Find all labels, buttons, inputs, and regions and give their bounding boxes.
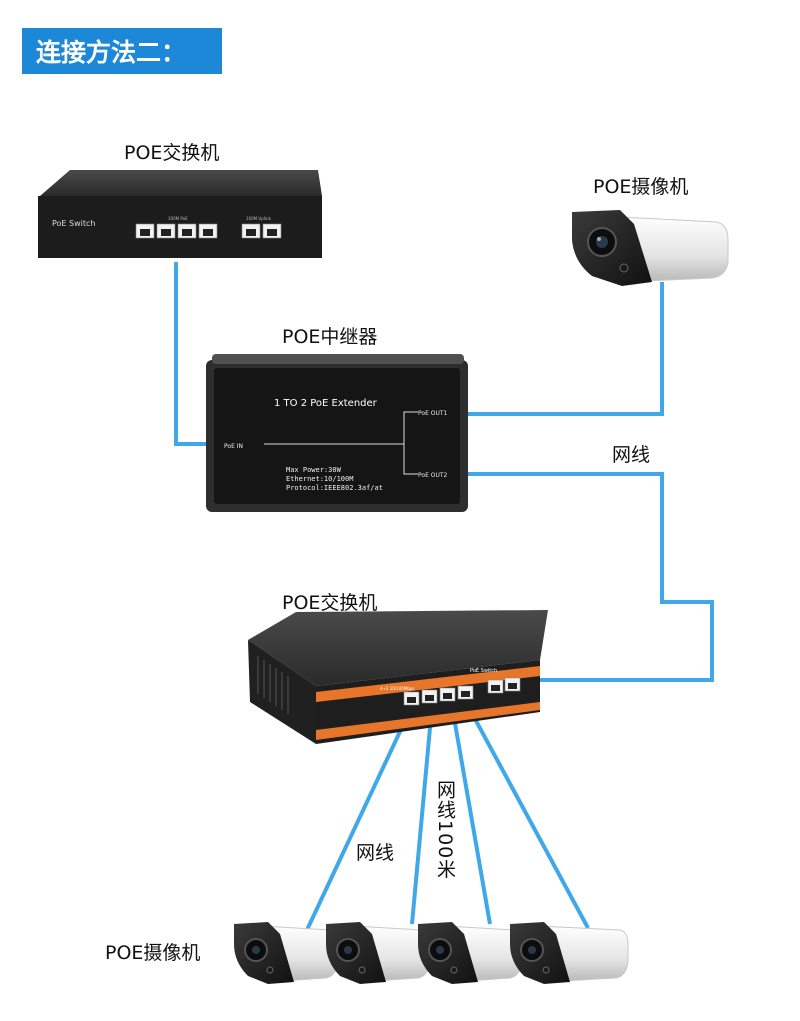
cables (174, 262, 714, 933)
cable-to-camera-1 (304, 705, 414, 933)
bottom-switch-ports-label: 4+2 10/100Mbps (380, 686, 414, 691)
top-camera-label: POE摄像机 (593, 176, 689, 198)
extender-label: POE中继器 (282, 326, 378, 348)
extender-port-in: PoE IN (224, 443, 243, 450)
bottom-poe-camera-3 (418, 922, 523, 984)
poe-extender: 1 TO 2 PoE Extender PoE IN PoE OUT1 PoE … (206, 354, 468, 512)
cable-to-camera-3 (450, 705, 492, 925)
cable-label-left: 网线 (356, 842, 395, 864)
top-switch-ports-label: 100M PoE (168, 216, 188, 221)
bottom-poe-switch: PoE Switch 4+2 10/100Mbps (248, 610, 548, 744)
top-switch-brand: PoE Switch (52, 219, 95, 228)
bottom-cameras-label: POE摄像机 (105, 942, 201, 964)
extender-spec-ethernet: Ethernet:10/100M (286, 475, 353, 483)
section-heading: 连接方法二： (22, 28, 222, 74)
bottom-switch-brand: PoE Switch (470, 668, 497, 674)
bottom-poe-camera-4 (510, 922, 629, 984)
bottom-switch-label: POE交换机 (282, 592, 378, 614)
extender-spec-protocol: Protocol:IEEE802.3af/at (286, 484, 383, 492)
extender-port-out1: PoE OUT1 (418, 410, 448, 417)
cable-distance-label: 网线100米 (434, 780, 456, 880)
cable-extender-to-top-camera (462, 282, 664, 416)
top-switch-uplink-label: 100M Uplink (246, 216, 272, 221)
bottom-poe-camera-2 (326, 922, 431, 984)
cable-to-camera-2 (410, 705, 434, 925)
extender-port-out2: PoE OUT2 (418, 472, 448, 479)
cable-switch-to-extender (174, 262, 216, 446)
cable-extender-to-bottom-switch (462, 472, 714, 682)
top-poe-camera (572, 210, 729, 286)
bottom-poe-camera-1 (234, 922, 339, 984)
extender-spec-power: Max Power:30W (286, 466, 342, 474)
top-poe-switch: PoE Switch 100M PoE 100M Uplink (38, 170, 322, 258)
cable-label-right: 网线 (612, 444, 651, 466)
top-switch-label: POE交换机 (124, 142, 220, 164)
cable-to-camera-4 (466, 705, 590, 929)
extender-name: 1 TO 2 PoE Extender (274, 398, 378, 409)
